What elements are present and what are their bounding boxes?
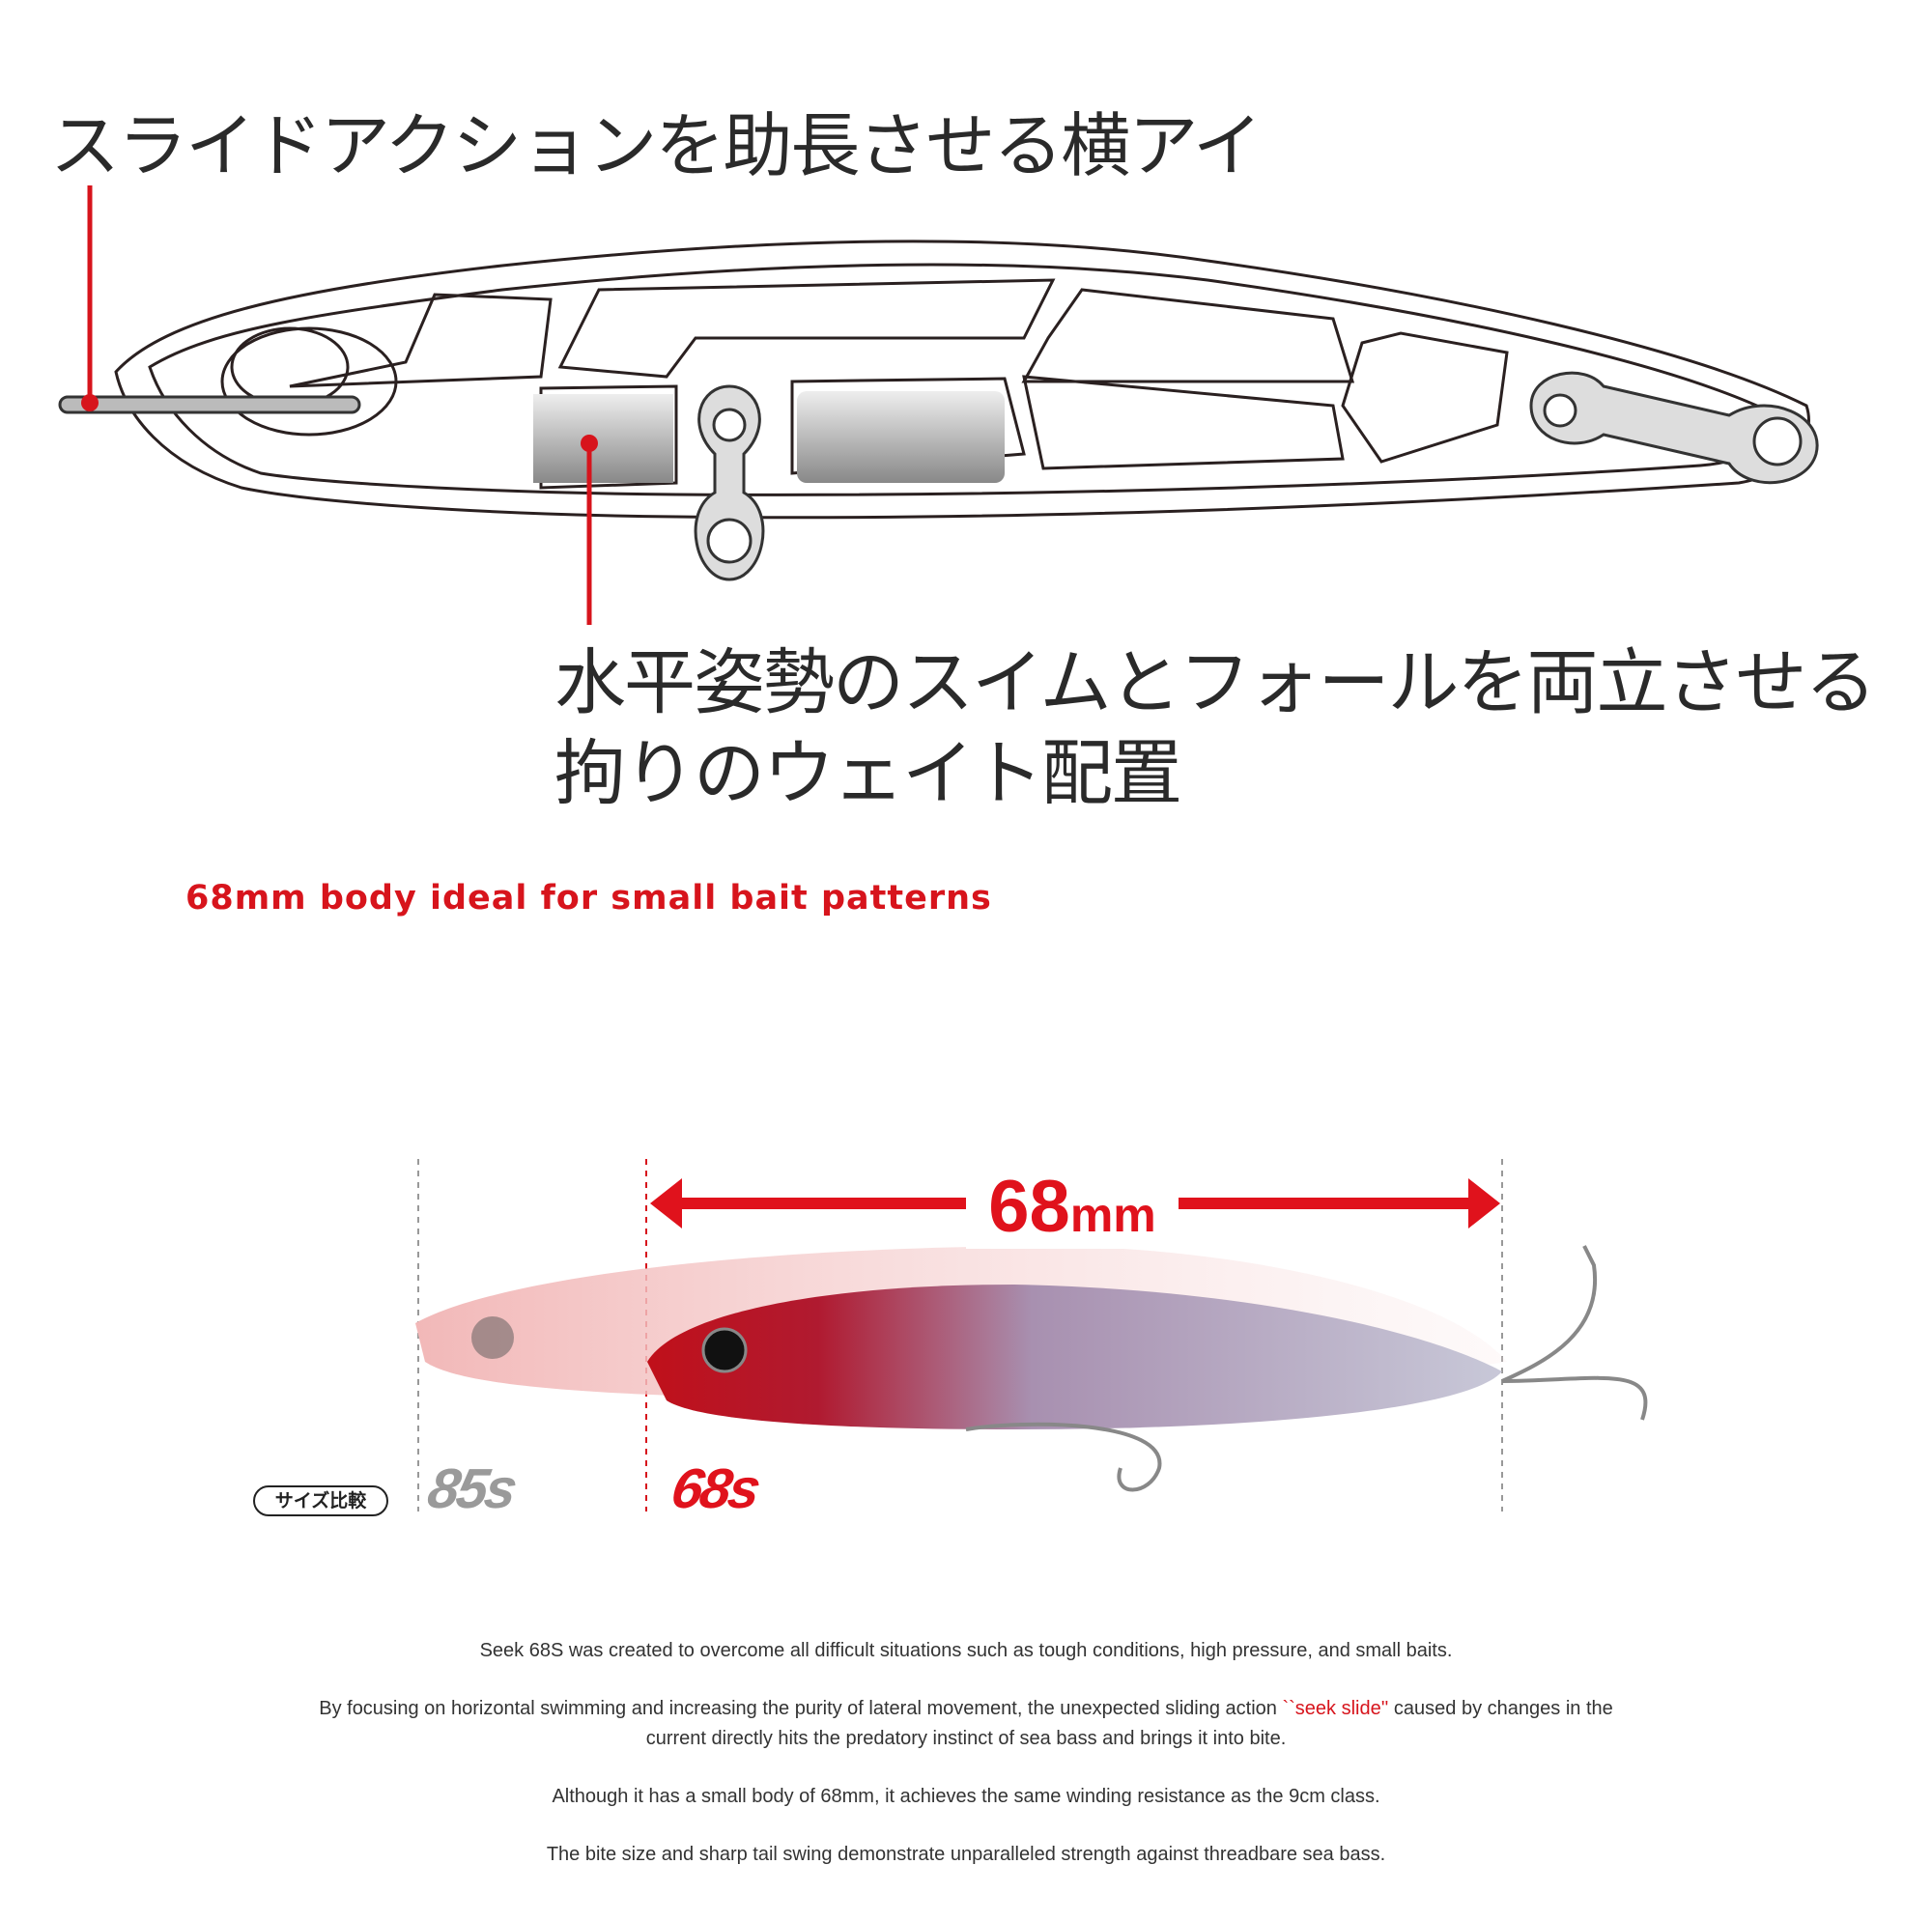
- belly-eye: [694, 384, 765, 581]
- model-68s-label: 68s: [667, 1457, 763, 1520]
- size-compare-badge: サイズ比較: [253, 1485, 388, 1516]
- eye-feature-label: スライドアクションを助長させる横アイ: [50, 105, 1263, 186]
- lure-68s: [647, 1285, 1502, 1429]
- description-p1: Seek 68S was created to overcome all dif…: [479, 1640, 1453, 1661]
- lure-internal-diagram: [58, 185, 1819, 625]
- size-comparison-graphic: [415, 1159, 1648, 1511]
- weight-label-line2: 拘りのウェイト配置: [554, 732, 1182, 815]
- front-weight: [533, 394, 673, 483]
- length-label: 68mm: [966, 1165, 1179, 1249]
- seek-slide-highlight: ``seek slide'': [1282, 1698, 1389, 1719]
- callout-lines: [87, 185, 592, 625]
- eye-shaft: [58, 395, 361, 414]
- rear-weight: [797, 391, 1005, 483]
- headline: 68mm body ideal for small bait patterns: [185, 879, 992, 918]
- description-p3: Although it has a small body of 68mm, it…: [552, 1786, 1380, 1807]
- weight-feature-label: 水平姿勢のスイムとフォールを両立させる 拘りのウェイト配置: [554, 637, 1877, 819]
- weight-label-line1: 水平姿勢のスイムとフォールを両立させる: [554, 641, 1877, 724]
- callout-dot: [581, 435, 598, 452]
- model-85s-label: 85s: [423, 1457, 520, 1520]
- description-p2: By focusing on horizontal swimming and i…: [319, 1698, 1613, 1749]
- tail-eye: [1529, 371, 1819, 485]
- description-p4: The bite size and sharp tail swing demon…: [546, 1844, 1386, 1865]
- callout-dot: [81, 394, 99, 411]
